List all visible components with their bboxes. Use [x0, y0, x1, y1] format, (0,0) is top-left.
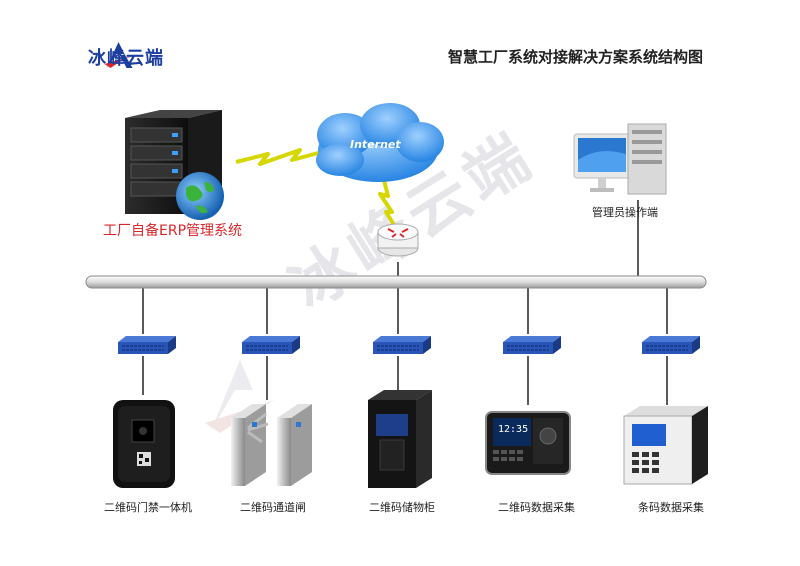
device-caption: 二维码数据采集 [498, 501, 575, 514]
lightning-link-icon [235, 148, 323, 166]
barcode-terminal-icon [623, 406, 708, 485]
switch-icon [642, 336, 700, 354]
device-caption: 二维码门禁一体机 [104, 501, 192, 514]
switch-icon [118, 336, 176, 354]
erp-label: 工厂自备ERP管理系统 [103, 223, 243, 239]
device-caption: 二维码通道闸 [240, 501, 306, 514]
terminal-time: 12:35 [498, 424, 529, 435]
device-caption: 二维码储物柜 [369, 501, 435, 514]
turnstile-gate-icon [231, 404, 312, 486]
internet-cloud-icon [316, 103, 444, 182]
diagram-title: 智慧工厂系统对接解决方案系统结构图 [448, 48, 704, 66]
router-icon [377, 223, 419, 257]
qr-access-terminal-icon [113, 400, 175, 488]
switch-icon [242, 336, 300, 354]
switch-icon [503, 336, 561, 354]
qr-data-terminal-icon [485, 411, 571, 475]
qr-locker-icon [368, 390, 432, 488]
brand-logo-icon [104, 42, 133, 68]
erp-server-icon [125, 110, 224, 220]
internet-label: Internet [350, 138, 401, 151]
admin-workstation-icon [573, 123, 667, 195]
admin-label: 管理员操作端 [592, 206, 658, 219]
brand-name: 冰峰云端 [88, 48, 164, 69]
connection-lines [142, 200, 668, 405]
device-caption: 条码数据采集 [638, 501, 704, 514]
network-bus [85, 275, 707, 289]
lightning-link-icon [378, 179, 398, 230]
switch-icon [373, 336, 431, 354]
